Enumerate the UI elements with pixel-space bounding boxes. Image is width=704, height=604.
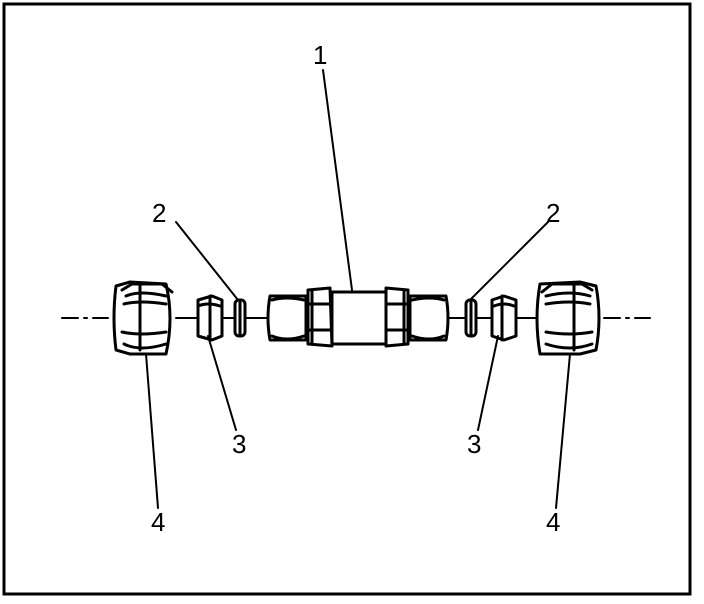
diagram-frame	[2, 2, 692, 596]
callout-3-left: 3	[232, 429, 246, 459]
union-body	[266, 286, 450, 348]
callout-4-right: 4	[546, 507, 560, 537]
left-sleeve	[196, 294, 224, 342]
right-sleeve	[490, 294, 518, 342]
left-o-ring	[233, 298, 247, 338]
leader-3-left	[207, 335, 237, 431]
right-nut	[535, 280, 601, 356]
right-o-ring	[464, 298, 478, 338]
left-nut	[112, 280, 174, 356]
callout-4-left: 4	[151, 507, 165, 537]
callout-3-right: 3	[467, 429, 481, 459]
leader-1	[322, 69, 353, 291]
leader-4-right	[555, 353, 571, 509]
leader-2-left	[175, 221, 239, 301]
leader-2-right	[469, 221, 549, 301]
leader-lines	[145, 69, 571, 509]
leader-4-left	[145, 353, 159, 509]
callout-2-left: 2	[152, 198, 166, 228]
callout-1: 1	[313, 40, 327, 70]
leader-3-right	[477, 335, 499, 431]
callout-2-right: 2	[546, 198, 560, 228]
